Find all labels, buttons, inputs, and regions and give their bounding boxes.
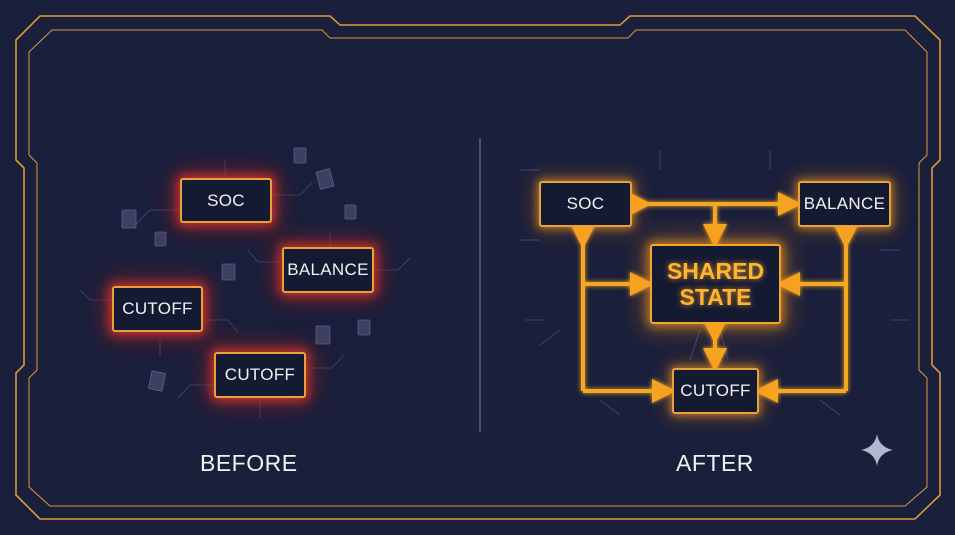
shared-state-line1: SHARED <box>666 258 765 284</box>
after-caption: AFTER <box>676 450 754 476</box>
after-connectors <box>571 192 858 403</box>
before-caption: BEFORE <box>200 450 298 476</box>
outer-frame <box>15 15 941 520</box>
before-node-cutoff-left: CUTOFF <box>112 286 203 332</box>
document-icon <box>121 147 371 392</box>
before-traces <box>79 160 411 418</box>
after-node-cutoff: CUTOFF <box>672 368 759 414</box>
shared-state-line2: STATE <box>679 284 752 310</box>
before-node-balance: BALANCE <box>282 247 374 293</box>
after-node-balance: BALANCE <box>798 181 891 227</box>
before-node-cutoff-bottom: CUTOFF <box>214 352 306 398</box>
shared-state-node: SHARED STATE <box>650 244 781 324</box>
sparkle-icon <box>861 434 893 466</box>
after-node-soc: SOC <box>539 181 632 227</box>
before-node-soc: SOC <box>180 178 272 223</box>
